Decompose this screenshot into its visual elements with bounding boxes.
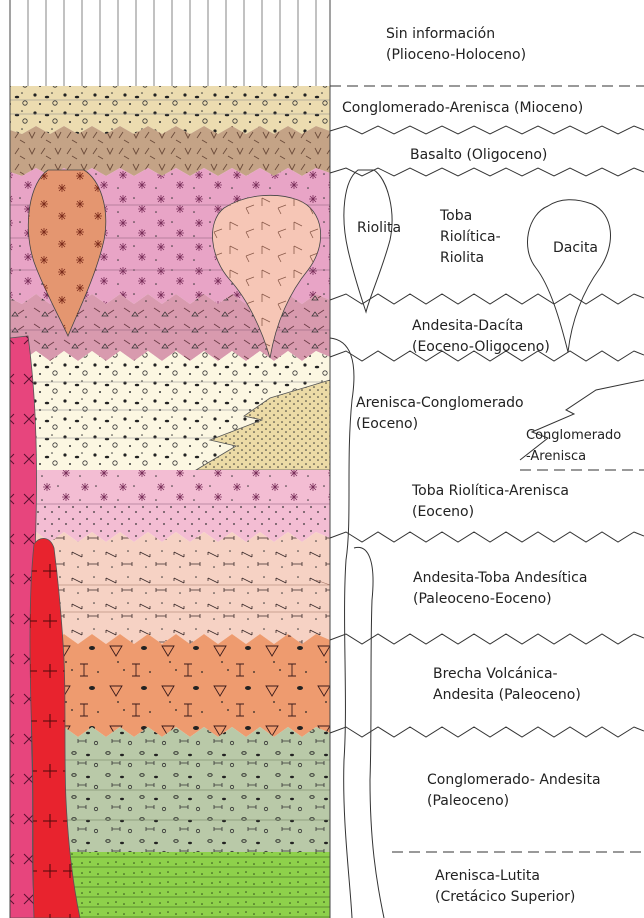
- label-toba-arenisca: Toba Riolítica-Arenisca(Eoceno): [412, 481, 569, 523]
- label-andesita-dacita: Andesita-Dacíta(Eoceno-Oligoceno): [412, 316, 550, 358]
- layer-sin-informacion: [10, 0, 330, 86]
- layer-conglomerado-arenisca-mioceno: [10, 86, 330, 134]
- label-andesita-toba: Andesita-Toba Andesítica(Paleoceno-Eocen…: [413, 568, 587, 610]
- label-brecha: Brecha Volcánica-Andesita (Paleoceno): [433, 664, 581, 706]
- label-riolita: Riolita: [357, 218, 401, 239]
- label-cong-andesita: Conglomerado- Andesita(Paleoceno): [427, 770, 601, 812]
- label-arenisca-conglomerado: Arenisca-Conglomerado(Eoceno): [356, 393, 524, 435]
- layer-toba-riolitica-arenisca: [10, 470, 330, 542]
- layer-basalto-oligoceno: [10, 126, 330, 176]
- label-mio: Conglomerado-Arenisca (Mioceno): [342, 98, 583, 119]
- label-dacita: Dacita: [553, 238, 598, 259]
- label-oligo: Basalto (Oligoceno): [410, 145, 547, 166]
- label-arenisca-lutita: Arenisca-Lutita(Cretácico Superior): [435, 866, 575, 908]
- label-conglomerado-arenisca: Conglomerado-Arenisca: [526, 425, 621, 467]
- label-plio: Sin información(Plioceno-Holoceno): [386, 24, 526, 66]
